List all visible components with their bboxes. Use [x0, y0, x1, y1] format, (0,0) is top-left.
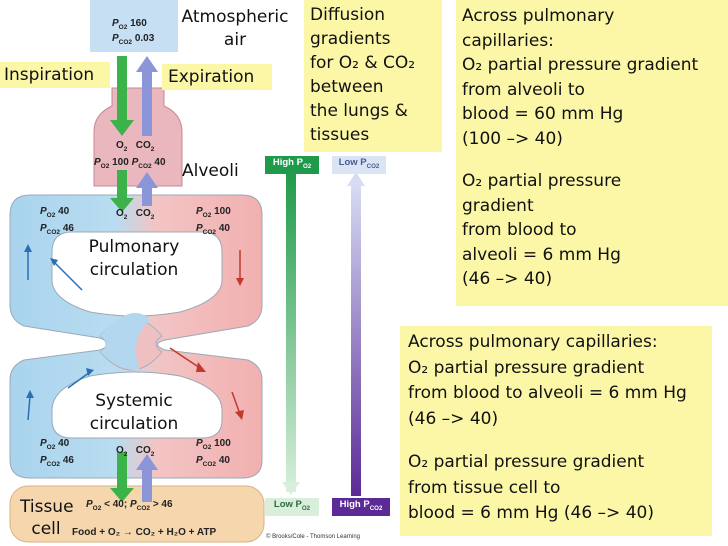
tissue-cell-box	[9, 485, 265, 543]
o2-high-box: High PO2	[265, 156, 319, 174]
tissue-gradient-box: Across pulmonary capillaries: O₂ partial…	[400, 326, 712, 536]
circulation-diagram	[9, 0, 265, 543]
systemic-capillary-gases: O2 CO2	[116, 445, 155, 458]
tissue-cell-label: Tissue cell	[20, 497, 74, 539]
pulmonary-right-values: PO2 100 PCO2 40	[196, 206, 231, 236]
atmosphere-pco2: PCO2 0.03	[112, 33, 155, 46]
alveoli-chamber	[93, 87, 183, 187]
o2-gradient-arrowhead	[282, 482, 300, 495]
alveoli-capillary-gases: O2 CO2	[116, 208, 155, 221]
vessel-crossing-blue	[100, 312, 150, 371]
o2-low-box: Low PO2	[265, 498, 319, 516]
credit-text: © Brooks/Cole - Thomson Learning	[266, 534, 361, 540]
co2-arrows	[136, 56, 158, 502]
gradient-bars	[282, 172, 365, 496]
co2-gradient-bar	[351, 184, 361, 496]
tissue-pressures: PO2 < 40; PCO2 > 46	[86, 499, 173, 512]
alveoli-gases: O2 CO2	[116, 140, 155, 153]
co2-high-box: High PCO2	[332, 498, 390, 516]
alveoli-label: Alveoli	[182, 161, 239, 181]
atmosphere-po2: PO2 160	[112, 18, 147, 31]
systemic-right-values: PO2 100 PCO2 40	[196, 438, 231, 468]
pulmonary-gradient-box: Across pulmonary capillaries: O₂ partial…	[456, 0, 728, 306]
flow-arrows	[24, 244, 244, 421]
o2-gradient-bar	[286, 172, 296, 492]
systemic-circulation-label: Systemic circulation	[89, 391, 179, 434]
co2-gradient-arrowhead	[347, 172, 365, 186]
alveoli-pressures: PO2 100 PCO2 40	[94, 157, 166, 170]
co2-low-box: Low PCO2	[332, 156, 386, 174]
atmosphere-box	[90, 0, 178, 52]
diffusion-gradients-box: Diffusion gradients for O₂ & CO₂ between…	[304, 0, 442, 152]
pulmonary-left-values: PO2 40 PCO2 46	[40, 206, 74, 236]
pulmonary-circulation-label: Pulmonary circulation	[88, 237, 180, 280]
o2-arrows	[110, 56, 134, 502]
inspiration-label: Inspiration	[0, 62, 110, 88]
systemic-left-values: PO2 40 PCO2 46	[40, 438, 74, 468]
expiration-label: Expiration	[162, 64, 272, 90]
atmospheric-air-label: Atmospheric air	[181, 7, 289, 50]
tissue-equation: Food + O₂ → CO₂ + H₂O + ATP	[72, 527, 217, 538]
